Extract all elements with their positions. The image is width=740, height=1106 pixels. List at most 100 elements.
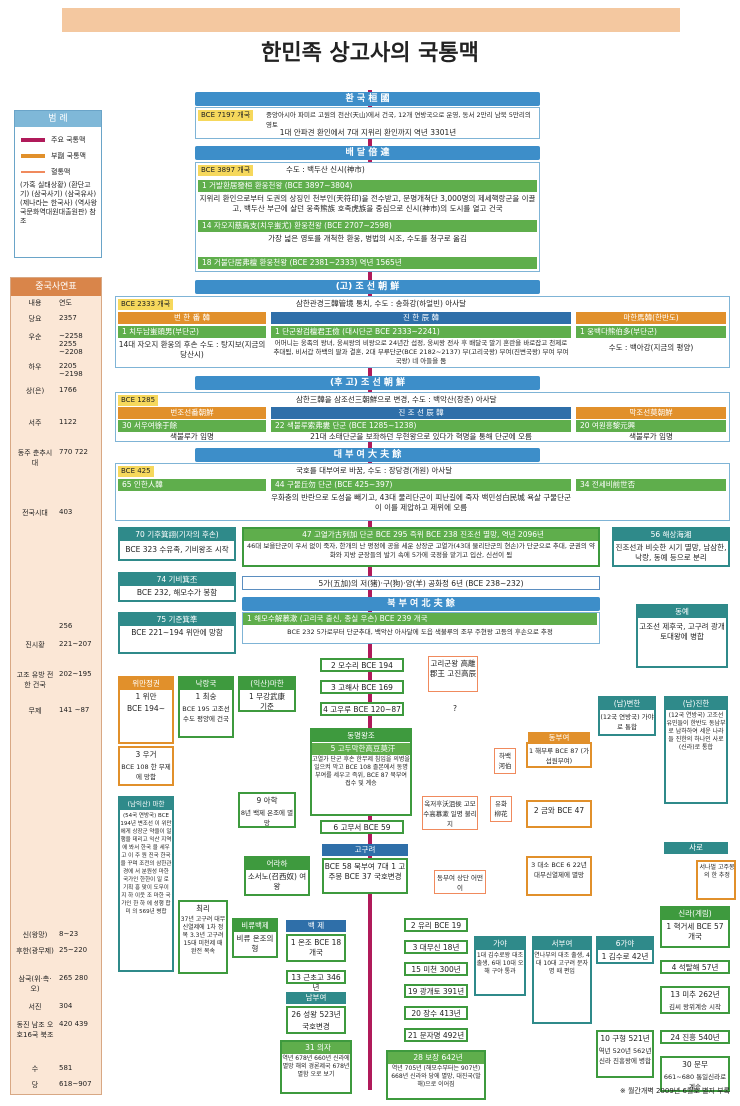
jangsu-node: 20 장수 413년 <box>404 1006 468 1020</box>
chron-name: 당요 <box>28 315 42 323</box>
chron-year: 141 ~87 <box>59 706 90 714</box>
chron-name: 삼국(위·촉·오) <box>18 975 52 993</box>
daemusin-node: 3 대무신 18년 <box>404 940 468 954</box>
legend-row-blood: 혈통맥 <box>21 165 99 179</box>
yuri-text: 2 유리 BCE 19 <box>410 921 462 930</box>
gojoseon-mid-head: 진 한 辰 韓 <box>271 312 571 324</box>
wiman-node: 위만정권 1 위만 BCE 194~ <box>118 676 174 744</box>
chron-name: 후한(광무제) <box>16 947 54 955</box>
hwanguk-text1: 중앙아시아 파미르 고원의 천산(天山)에서 건국, 12개 연방국으로 운영,… <box>266 111 531 129</box>
hu-joseon-box: BCE 1285 삼한三韓을 삼조선三朝鮮으로 변경, 수도 : 백악산(장춘)… <box>115 392 730 442</box>
chron-name: 수 <box>31 1065 39 1073</box>
buyeo-mid-row: 44 구물丘勿 단군 (BCE 425~397) <box>271 479 571 491</box>
chron-row: 삼국(위·촉·오)265 280 <box>11 974 101 998</box>
seong-node: 26 성왕 523년 국호변경 <box>286 1006 346 1034</box>
gojoseon-mid-text: 어머니는 웅족의 왕녀, 웅씨왕의 비왕으로 24년간 섭정, 웅씨왕 전사 후… <box>273 339 569 365</box>
chron-year: 221~207 <box>59 640 92 648</box>
baedal-row2: 14 자오지慈烏支(치우蚩尤) 환웅천왕 (BCE 2707~2598) <box>198 220 537 232</box>
mujung-row: 1 무강武康 <box>249 692 285 701</box>
goyeolga-node: 47 고열가古列加 단군 BCE 295 즉위 BCE 238 진조선 멸망, … <box>242 527 600 567</box>
choeri-row: 최리 <box>196 904 210 913</box>
chron-row: 서진 304 <box>11 1002 101 1016</box>
iksan-node: (익산)마한 1 무강武康 기준 <box>238 676 296 712</box>
gaya-head: 가야 <box>476 938 524 950</box>
baedal-head: 배 달 倍 達 <box>195 146 540 160</box>
onjo-node: 1 온조 BCE 18 개국 <box>286 934 346 962</box>
chron-row: 후한(광무제) 25~220 <box>11 946 101 970</box>
yuhwa-node: 유화 柳花 <box>490 796 512 822</box>
gojoseon-head: (고) 조 선 朝 鮮 <box>195 280 540 294</box>
chron-year: 304 <box>59 1002 73 1010</box>
gori-node: 고리군왕 高離郡王 고진高辰 <box>428 656 478 692</box>
chron-year: 25~220 <box>59 946 88 954</box>
chron-year: 2205 ~2198 <box>59 362 83 378</box>
chron-year: 403 <box>59 508 73 516</box>
baedal-capital: 수도 : 백두산 신시(神市) <box>286 165 365 174</box>
michu-row: 13 미추 262년 <box>670 990 720 999</box>
bukbuyeo-text: BCE 232 5가로부터 단군추대, 백악산 아사달에 도읍 색불루의 조부 … <box>287 628 553 636</box>
hu-joseon-right-row: 20 여원흥黎元興 <box>576 420 726 432</box>
seorabeol-text: 서나벌 고주몽의 한 추정 <box>699 864 735 879</box>
choesung-text: BCE 195 고조선수도 평양에 건국 <box>182 705 230 723</box>
chron-row: 신(왕망)8~23 <box>11 930 101 944</box>
michu-text: 김씨 왕위계승 시작 <box>669 1003 721 1011</box>
chron-name: 전국시대 <box>22 509 48 517</box>
biryu-node: 비류백제 비류 온조의 형 <box>232 918 278 958</box>
ahak-text: 8년 백제 온조에 멸망 <box>240 809 294 827</box>
daeso-text: 3 대소 BCE 6 22년 대무신열제에 멸망 <box>531 861 587 879</box>
q-mark: ? <box>453 704 457 713</box>
wiman1-row: 1 위만 <box>135 692 157 701</box>
geunchogo-text: 13 근초고 346년 <box>291 973 341 992</box>
hwanguk-head: 환 국 桓 國 <box>195 92 540 106</box>
gija-text: BCE 323 수유족, 기비왕조 시작 <box>125 545 229 554</box>
hu-joseon-mid-row: 22 색불루索弗婁 단군 (BCE 1285~1238) <box>271 420 571 432</box>
title-band <box>62 8 680 32</box>
gaya-text: 1대 김수로왕 대조 출생, 6대 10대 오 해 구야 통과 <box>476 952 524 975</box>
biryu-head: 비류백제 <box>234 920 276 932</box>
chron-year: 770 722 <box>59 448 88 456</box>
jangsu-text: 20 장수 413년 <box>411 1009 461 1018</box>
chron-year: ~2258 2255 ~2208 <box>59 332 83 356</box>
buyeo-right-row: 34 전세비前世否 <box>576 479 726 491</box>
geunchogo-node: 13 근초고 346년 <box>286 970 346 992</box>
iksan-head: (익산)마한 <box>240 678 294 690</box>
chronology-head: 중국사연표 <box>11 278 101 296</box>
gojoseon-left-row: 1 치두남蚩頭男(부단군) <box>118 326 266 338</box>
gwanggaeto-text: 19 광개토 391년 <box>407 987 465 996</box>
buyeo-left-row: 65 인한人韓 <box>118 479 266 491</box>
bukbuyeo-box: 1 해모수解慕漱 (고리국 출신, 종실 우손) BCE 239 개국 BCE … <box>242 612 600 644</box>
munmu-node: 30 문무 661~680 통일신라로 계승 <box>660 1056 730 1092</box>
byeonhan-node: (남)변한 (12국 연방국) 가야로 통합 <box>598 696 656 736</box>
gibi-text: BCE 232, 해모수가 봉함 <box>136 588 218 597</box>
uija-text: 역년 678년 660년 신라에 멸망 해외 경론제국 678년 멸함 오로 보… <box>282 1055 350 1078</box>
chron-year: 8~23 <box>59 930 79 938</box>
haesang-head: 56 해상海湘 <box>614 529 728 541</box>
chron-row: 256 <box>11 622 101 636</box>
munmu-row: 30 문무 <box>682 1060 708 1069</box>
talhae-text: 4 석탈해 57년 <box>671 963 719 972</box>
talhae-node: 4 석탈해 57년 <box>660 960 730 974</box>
ugeo-row: 3 우거 <box>135 750 157 759</box>
buyeo-mid-text: 우화충의 반란으로 도성을 빼기고, 43대 물리단군이 피난길에 죽자 백민성… <box>271 493 571 512</box>
gojoseon-right-head: 마한馬韓(한반도) <box>576 312 726 324</box>
legend-row-sub: 부副 국통맥 <box>21 149 99 163</box>
hwanguk-tag: BCE 7197 개국 <box>198 110 254 121</box>
haeburu-text: 1 해부루 BCE 87 (가섭원부여) <box>528 747 590 765</box>
jinhan-head: (남)진한 <box>666 698 726 710</box>
ahak-row: 9 아학 <box>256 796 278 805</box>
ugeo-node: 3 우거 BCE 108 한 무제에 망함 <box>118 746 174 786</box>
chron-name: 서주 <box>28 419 42 427</box>
chron-name: 서진 <box>28 1003 42 1011</box>
legend-swatch-main <box>21 138 45 142</box>
wiman-head: 위만정권 <box>120 678 172 690</box>
jun-head: 75 기준箕準 <box>120 614 234 626</box>
yuri-node: 2 유리 BCE 19 <box>404 918 468 932</box>
goguryeo-head: 고구려 <box>322 844 408 856</box>
seong-row: 26 성왕 523년 <box>291 1010 341 1019</box>
daeso-node: 3 대소 BCE 6 22년 대무신열제에 멸망 <box>526 856 592 896</box>
seobuyeo-text: 연나부의 대조 출생, 4대 10대 고구려 문자명 때 편입 <box>534 952 590 975</box>
